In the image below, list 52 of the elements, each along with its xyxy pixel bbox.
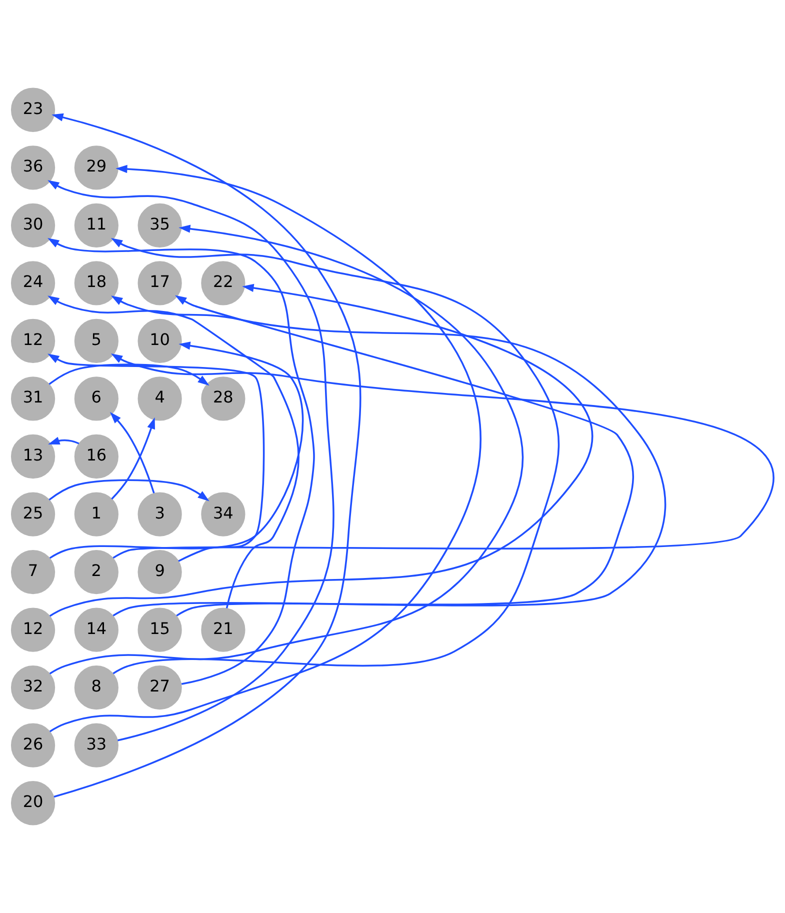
node-circle: 11 <box>74 203 118 248</box>
node-circle: 5 <box>74 318 118 364</box>
node-circle: 1 <box>74 492 118 536</box>
node-circle: 35 <box>138 203 182 248</box>
node-circle: 30 <box>10 203 56 248</box>
node-circle: 7 <box>10 550 56 594</box>
node-circle: 17 <box>138 261 182 306</box>
arrow <box>48 296 300 608</box>
arrow <box>49 284 592 617</box>
arrow <box>49 224 524 674</box>
node-circle: 20 <box>10 781 56 826</box>
node-circle: 9 <box>138 550 182 594</box>
node-circle: 14 <box>74 608 118 652</box>
arrow <box>111 417 155 500</box>
node-circle: 31 <box>10 376 56 421</box>
node-circle: 16 <box>74 434 118 479</box>
arrow <box>48 479 210 502</box>
arrow <box>48 364 210 386</box>
node-circle: 32 <box>10 666 56 710</box>
node-circle: 23 <box>10 88 56 132</box>
node-circle: 12 <box>10 608 56 652</box>
node-circle: 12 <box>10 318 56 364</box>
node-circle: 6 <box>74 376 118 421</box>
node-circle: 25 <box>10 492 56 536</box>
node-circle: 18 <box>74 261 118 306</box>
arrow <box>48 354 265 562</box>
node-circle: 24 <box>10 261 56 306</box>
arrow <box>48 180 334 742</box>
node-circle: 3 <box>138 492 182 536</box>
arrow <box>110 354 774 559</box>
arrow <box>48 436 80 445</box>
node-circle: 27 <box>138 666 182 710</box>
node-circle: 15 <box>138 608 182 652</box>
arrow <box>110 238 560 674</box>
arrow <box>110 412 155 494</box>
node-circle: 4 <box>138 376 182 421</box>
arrow <box>52 113 362 798</box>
node-circle: 2 <box>74 550 118 594</box>
node-circle: 28 <box>201 376 246 421</box>
node-circle: 21 <box>201 608 246 652</box>
node-circle: 33 <box>74 723 118 768</box>
arrow <box>48 238 315 685</box>
node-circle: 26 <box>10 723 56 768</box>
node-circle: 10 <box>138 318 182 364</box>
node-circle: 8 <box>74 666 118 710</box>
arrow <box>49 342 304 559</box>
node-circle: 36 <box>10 146 56 190</box>
node-circle: 13 <box>10 434 56 479</box>
arrow <box>49 164 482 732</box>
node-circle: 22 <box>201 261 246 306</box>
node-circle: 29 <box>74 146 118 190</box>
node-circle: 34 <box>201 492 246 536</box>
